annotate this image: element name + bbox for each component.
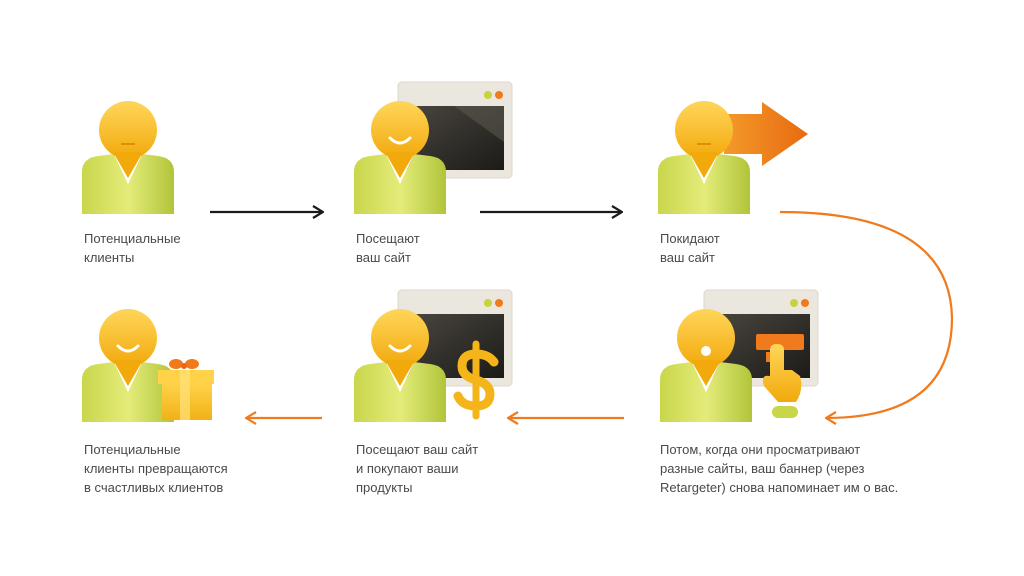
caption-happy: Потенциальные клиенты превращаются в сча… (84, 442, 228, 495)
person-icon (354, 309, 446, 422)
caption-retarget: Потом, когда они просматривают разные са… (660, 442, 899, 495)
person-icon (354, 101, 446, 214)
step-happy-icon (82, 309, 214, 422)
dollar-icon (453, 340, 499, 420)
arrow-leave-to-retarget (779, 210, 954, 418)
step-leave-icon (658, 101, 808, 214)
caption-potential: Потенциальные клиенты (84, 231, 181, 265)
step-visit-icon (354, 81, 513, 214)
banner-click-icon (756, 334, 804, 418)
caption-visit: Посещают ваш сайт (356, 231, 420, 265)
step-potential-icon (82, 101, 174, 214)
person-icon (82, 309, 174, 422)
caption-buy: Посещают ваш сайт и покупают ваши продук… (356, 442, 479, 495)
person-icon (82, 101, 174, 214)
step-retarget-icon (660, 289, 819, 422)
gift-icon (158, 359, 214, 420)
exit-arrow-icon (724, 102, 808, 166)
step-buy-icon (354, 289, 513, 422)
person-icon (658, 101, 750, 214)
caption-leave: Покидают ваш сайт (660, 231, 720, 265)
person-icon (660, 309, 752, 422)
